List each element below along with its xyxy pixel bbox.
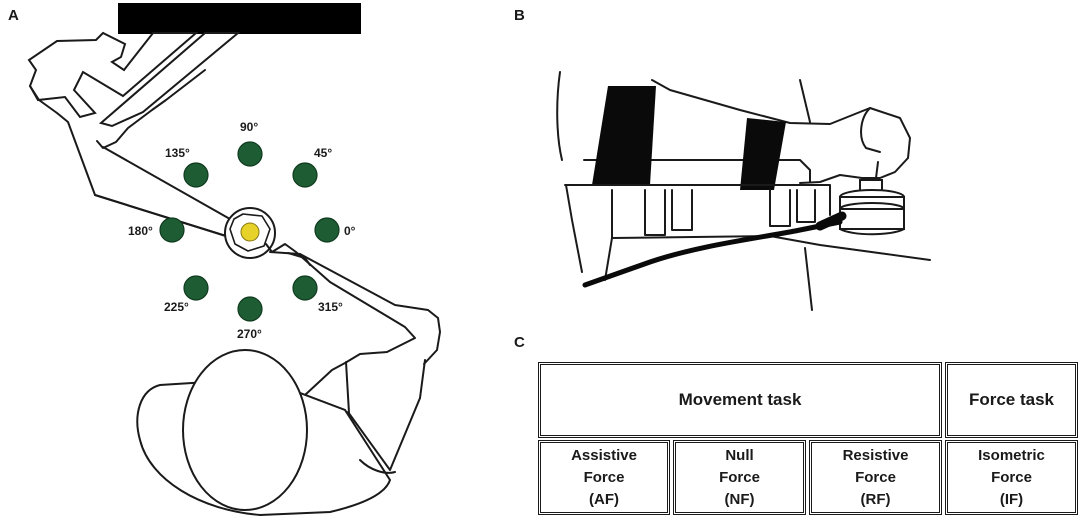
condition-line: (AF) (589, 490, 619, 508)
movement-task-header: Movement task (538, 362, 942, 438)
condition-line: Force (991, 468, 1032, 486)
center-target (240, 222, 260, 242)
angle-label-135: 135° (165, 146, 190, 160)
condition-line: (RF) (860, 490, 891, 508)
condition-line: Null (725, 446, 754, 464)
angle-label-90: 90° (240, 120, 258, 134)
condition-line: Resistive (842, 446, 909, 464)
forearm-strap (740, 118, 786, 190)
condition-line: Isometric (978, 446, 1045, 464)
condition-line: Force (719, 468, 760, 486)
angle-labels: 90° 45° 0° 315° 270° 225° 180° 135° (128, 120, 356, 341)
angle-label-315: 315° (318, 300, 343, 314)
isometric-setup-illustration (556, 71, 931, 311)
force-task-label: Force task (968, 390, 1055, 409)
condition-cell-nf: Null Force (NF) (673, 440, 806, 515)
panel-label-b: B (514, 7, 525, 24)
target-225 (183, 275, 209, 301)
movement-task-label: Movement task (678, 390, 802, 409)
subject-head (182, 349, 308, 511)
target-0 (314, 217, 340, 243)
target-270 (237, 296, 263, 322)
angle-label-270: 270° (237, 327, 262, 341)
robot-linkage (27, 31, 241, 237)
force-task-header: Force task (945, 362, 1078, 438)
panel-label-a: A (8, 7, 19, 24)
condition-line: Assistive (571, 446, 637, 464)
condition-cell-rf: Resistive Force (RF) (809, 440, 942, 515)
target-45 (292, 162, 318, 188)
condition-line: Force (855, 468, 896, 486)
panel-label-c: C (514, 334, 525, 351)
angle-label-225: 225° (164, 300, 189, 314)
angle-label-0: 0° (344, 224, 356, 238)
target-90 (237, 141, 263, 167)
condition-line: (NF) (724, 490, 755, 508)
angle-label-180: 180° (128, 224, 153, 238)
upper-arm-strap (592, 86, 656, 185)
condition-line: (IF) (999, 490, 1024, 508)
target-315 (292, 275, 318, 301)
subject-body (136, 349, 396, 517)
robot-base-bar (118, 3, 361, 34)
target-180 (159, 217, 185, 243)
target-135 (183, 162, 209, 188)
condition-cell-af: Assistive Force (AF) (538, 440, 670, 515)
condition-cell-if: Isometric Force (IF) (945, 440, 1078, 515)
target-array (159, 141, 340, 322)
angle-label-45: 45° (314, 146, 332, 160)
condition-line: Force (583, 468, 625, 486)
